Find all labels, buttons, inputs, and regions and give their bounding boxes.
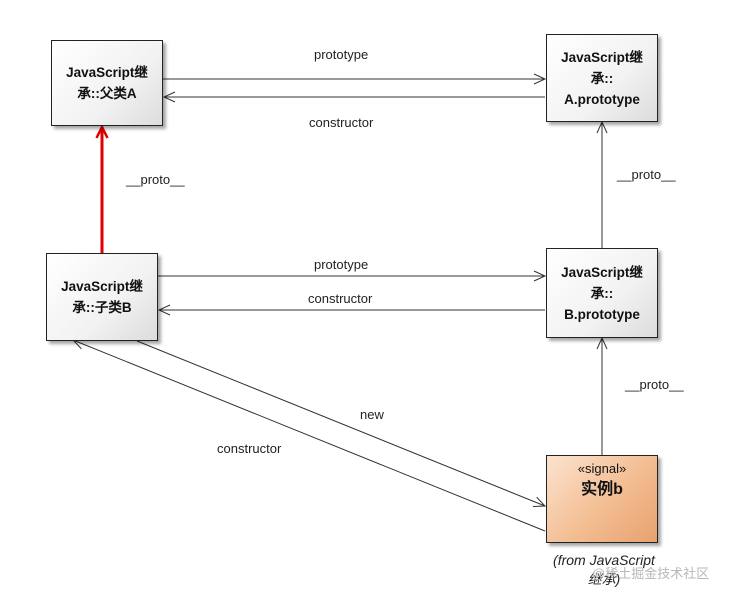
node-a-prototype-line3: A.prototype [564,91,640,107]
watermark: @稀土掘金技术社区 [592,566,710,581]
node-instance-b[interactable]: «signal» 实例b [546,455,658,543]
label-a-proto: __proto__ [617,167,676,182]
instance-b-from-line2: 继承) [587,571,621,587]
label-instance-constructor: constructor [217,441,282,456]
edge-instance-constructor [71,338,546,532]
label-a-prototype: prototype [314,47,369,62]
node-a-prototype-line2: 承:: [590,70,614,86]
label-instance-proto: __proto__ [625,377,684,392]
node-child-b-line1: JavaScript继 [61,279,143,294]
label-a-constructor: constructor [309,115,374,130]
node-a-prototype[interactable]: JavaScript继 承:: A.prototype [546,34,658,122]
node-a-prototype-line1: JavaScript继 [561,49,643,65]
node-b-prototype-line1: JavaScript继 [561,264,643,280]
node-child-b[interactable]: JavaScript继 承::子类B [46,253,158,341]
node-parent-a-line2: 承::父类A [77,86,137,101]
node-parent-a-line1: JavaScript继 [66,65,148,80]
node-parent-a[interactable]: JavaScript继 承::父类A [51,40,163,126]
node-instance-b-stereotype: «signal» [577,461,627,476]
node-b-prototype-line2: 承:: [590,285,614,301]
label-new: new [360,407,384,422]
node-instance-b-title: 实例b [581,481,623,498]
label-child-b-proto: __proto__ [126,172,185,187]
node-b-prototype[interactable]: JavaScript继 承:: B.prototype [546,248,658,338]
instance-b-from-line1: (from JavaScript [553,552,655,568]
instance-b-from-note: (from JavaScript 继承) [544,551,664,589]
node-child-b-line2: 承::子类B [72,300,132,315]
node-b-prototype-line3: B.prototype [564,306,640,322]
edge-new [136,340,547,508]
label-b-constructor: constructor [308,291,373,306]
label-b-prototype: prototype [314,257,369,272]
